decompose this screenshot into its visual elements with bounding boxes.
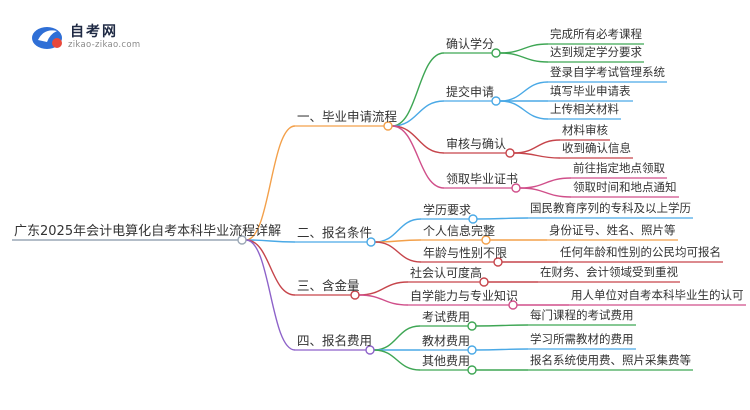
b1c2-node-dot bbox=[493, 257, 503, 267]
leaf-junior-college-degree[interactable]: 国民教育序列的专科及以上学历 bbox=[530, 201, 691, 215]
edge-b0c1g2 bbox=[499, 100, 549, 120]
edge-root-b0 bbox=[245, 125, 296, 241]
leaf-fill-form[interactable]: 填写毕业申请表 bbox=[550, 84, 631, 98]
edge-b1c2 bbox=[374, 241, 422, 263]
b0c1-node-dot bbox=[491, 96, 501, 106]
topic-textbook-fee[interactable]: 教材费用 bbox=[422, 334, 471, 348]
edge-b3c2 bbox=[373, 349, 421, 371]
leaf-upload-materials[interactable]: 上传相关材料 bbox=[550, 102, 619, 116]
b2-node-dot bbox=[350, 290, 360, 300]
logo-subtitle: zikao-zikao.com bbox=[68, 40, 141, 50]
leaf-system-photo-fee[interactable]: 报名系统使用费、照片采集费等 bbox=[530, 353, 691, 367]
edge-b2c1 bbox=[358, 294, 409, 306]
edge-b0c2g0 bbox=[513, 139, 561, 154]
branch-registration-conditions[interactable]: 二、报名条件 bbox=[297, 225, 373, 240]
logo-title: 自考网 bbox=[70, 24, 118, 40]
edge-b1c0g0 bbox=[476, 217, 529, 220]
b3c2-node-dot bbox=[467, 365, 477, 375]
leaf-textbook-cost[interactable]: 学习所需教材的费用 bbox=[530, 332, 634, 346]
site-logo[interactable]: 自考网 zikao-zikao.com bbox=[30, 20, 150, 54]
leaf-material-review[interactable]: 材料审核 bbox=[562, 123, 608, 137]
b1-node-dot bbox=[366, 237, 376, 247]
b0c2-node-dot bbox=[505, 148, 515, 158]
b0-node-dot bbox=[383, 121, 393, 131]
logo-mark-icon bbox=[32, 27, 62, 49]
leaf-anyone-can-apply[interactable]: 任何年龄和性别的公民均可报名 bbox=[560, 245, 721, 259]
edge-b3c1g0 bbox=[475, 348, 529, 351]
b0c0-node-dot bbox=[491, 48, 501, 58]
topic-self-study-ability[interactable]: 自学能力与专业知识 bbox=[410, 289, 519, 303]
branch-value[interactable]: 三、含金量 bbox=[297, 278, 360, 293]
edge-b1c0 bbox=[374, 218, 422, 243]
topic-age-gender[interactable]: 年龄与性别不限 bbox=[423, 246, 508, 260]
edge-b0c1g0 bbox=[499, 81, 549, 102]
topic-exam-fee[interactable]: 考试费用 bbox=[422, 310, 471, 324]
leaf-receive-confirmation[interactable]: 收到确认信息 bbox=[562, 141, 631, 155]
edge-root-b2 bbox=[245, 239, 296, 296]
leaf-go-to-location[interactable]: 前往指定地点领取 bbox=[573, 161, 665, 175]
topic-review-confirm[interactable]: 审核与确认 bbox=[446, 137, 507, 151]
leaf-per-course-fee[interactable]: 每门课程的考试费用 bbox=[530, 308, 634, 322]
leaf-id-name-photo[interactable]: 身份证号、姓名、照片等 bbox=[549, 223, 676, 237]
edge-b0c2 bbox=[391, 125, 445, 154]
edge-b0c1 bbox=[391, 100, 445, 127]
b3-node-dot bbox=[365, 345, 375, 355]
branch-graduation-process[interactable]: 一、毕业申请流程 bbox=[297, 109, 398, 124]
edge-b0c3g0 bbox=[519, 177, 572, 189]
branch-registration-fees[interactable]: 四、报名费用 bbox=[297, 333, 373, 348]
topic-confirm-credits[interactable]: 确认学分 bbox=[446, 37, 495, 51]
edge-b2c0 bbox=[358, 281, 409, 296]
topic-collect-certificate[interactable]: 领取毕业证书 bbox=[446, 172, 519, 186]
topic-education-requirement[interactable]: 学历要求 bbox=[423, 203, 472, 217]
topic-submit-application[interactable]: 提交申请 bbox=[446, 85, 495, 99]
topic-other-fees[interactable]: 其他费用 bbox=[422, 354, 471, 368]
b1c1-node-dot bbox=[481, 235, 491, 245]
leaf-required-courses[interactable]: 完成所有必考课程 bbox=[550, 27, 642, 41]
edge-b3c0 bbox=[373, 325, 421, 351]
topic-personal-info[interactable]: 个人信息完整 bbox=[423, 224, 496, 238]
edge-b0c2g1 bbox=[513, 152, 561, 159]
edge-b0c3g1 bbox=[519, 187, 572, 198]
leaf-credit-requirement[interactable]: 达到规定学分要求 bbox=[550, 45, 642, 59]
b2c0-node-dot bbox=[479, 277, 489, 287]
root-topic[interactable]: 广东2025年会计电算化自考本科毕业流程详解 bbox=[14, 224, 282, 239]
edge-b0c3 bbox=[391, 125, 445, 189]
b1c0-node-dot bbox=[468, 214, 478, 224]
root-node-dot bbox=[237, 235, 247, 245]
edge-b0c0g0 bbox=[499, 43, 549, 54]
edge-b0c0g1 bbox=[499, 52, 549, 63]
leaf-employer-recognition[interactable]: 用人单位对自考本科毕业生的认可 bbox=[571, 288, 744, 302]
leaf-time-place-notice[interactable]: 领取时间和地点通知 bbox=[573, 180, 677, 194]
topic-social-recognition[interactable]: 社会认可度高 bbox=[410, 266, 483, 280]
edge-root-b1 bbox=[245, 239, 296, 243]
edge-b3c0g0 bbox=[475, 324, 529, 327]
edge-root-b3 bbox=[245, 239, 296, 351]
edge-b0c0 bbox=[391, 52, 445, 127]
b3c1-node-dot bbox=[467, 345, 477, 355]
leaf-finance-valued[interactable]: 在财务、会计领域受到重视 bbox=[540, 265, 678, 279]
b3c0-node-dot bbox=[467, 321, 477, 331]
b0c3-node-dot bbox=[511, 183, 521, 193]
b2c1-node-dot bbox=[508, 300, 518, 310]
leaf-login-system[interactable]: 登录自学考试管理系统 bbox=[550, 65, 665, 79]
